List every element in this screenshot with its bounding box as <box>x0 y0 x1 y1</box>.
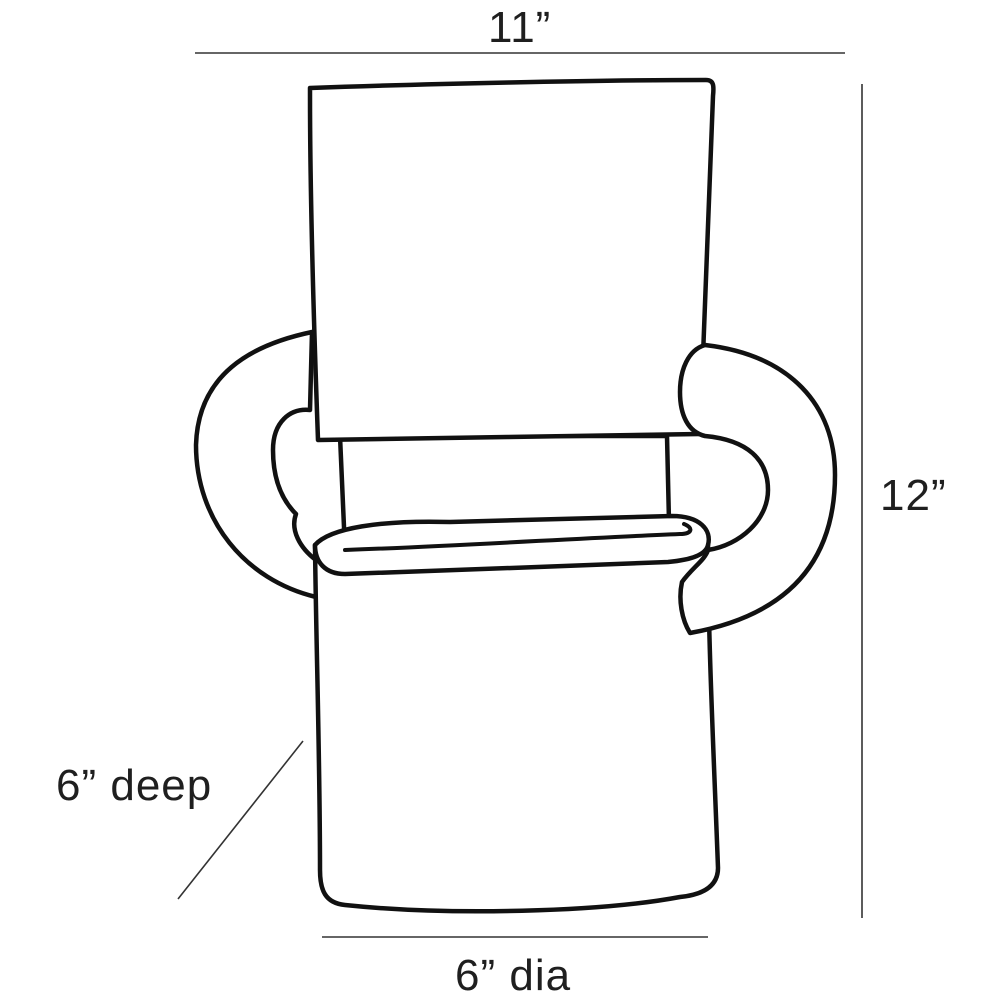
vase-outline <box>193 77 838 914</box>
diameter-label: 6” dia <box>455 951 572 1000</box>
lower-cylinder-rim-inner <box>343 522 693 552</box>
depth-label: 6” deep <box>56 761 213 810</box>
depth-dimension-line <box>177 740 304 900</box>
dimension-lines <box>177 52 863 938</box>
lower-cylinder <box>312 537 721 914</box>
lower-cylinder-rim <box>312 513 711 577</box>
left-handle <box>193 329 319 600</box>
height-label: 12” <box>880 471 947 520</box>
upper-cylinder <box>307 77 716 443</box>
right-handle <box>677 342 838 636</box>
width-label: 11” <box>488 3 552 52</box>
